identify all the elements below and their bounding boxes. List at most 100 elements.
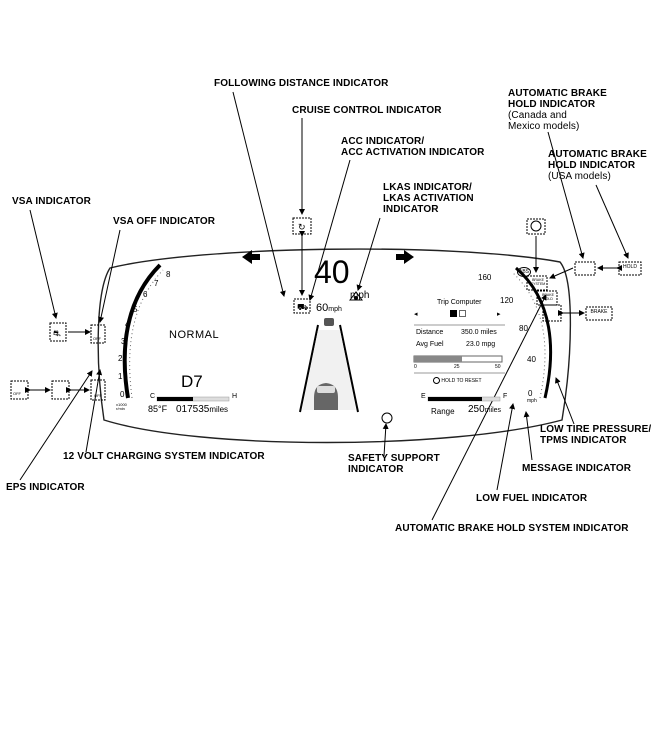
trip-page-b-icon xyxy=(459,310,466,317)
set-speed: 60mph xyxy=(316,302,342,314)
reset-icon xyxy=(433,377,440,384)
fuel-gauge-fill xyxy=(428,397,482,401)
following-distance-icon xyxy=(293,298,311,314)
speedo-tick: 80 xyxy=(519,324,528,333)
tach-tick: 2 xyxy=(118,354,123,363)
safety-leader xyxy=(382,423,389,457)
hold-text: HOLD xyxy=(623,264,637,270)
eps-leader xyxy=(19,370,93,481)
lkas-icon xyxy=(349,291,363,301)
low-fuel-leader xyxy=(496,403,516,491)
vsa-off-leader xyxy=(98,229,121,323)
tach-tick: 4 xyxy=(125,320,130,329)
brake-text: BRAKE xyxy=(590,309,608,315)
tach-tick: 7 xyxy=(154,279,159,288)
trip-bar-tick: 50 xyxy=(495,364,501,370)
eps-off-text: OFF xyxy=(13,391,21,396)
charging-off-text: OFF xyxy=(94,393,102,398)
trip-prev-icon[interactable]: ◂ xyxy=(414,311,418,318)
speed-readout: 40 xyxy=(314,254,350,290)
following-distance-leader xyxy=(232,91,286,297)
acc-leader xyxy=(308,159,351,301)
brake-system-text: BRAKE SYSTEM xyxy=(530,278,546,286)
abs-icon: ABS xyxy=(517,267,532,277)
vsa-label: VSA INDICATOR xyxy=(12,196,91,207)
outside-temp: 85°F xyxy=(148,404,168,414)
abh-canada-leader xyxy=(547,131,585,259)
vsa-leader xyxy=(29,209,58,319)
vehicle-ahead-icon xyxy=(324,318,334,326)
trip-bar-tick: 25 xyxy=(454,364,460,370)
temp-cold-label: C xyxy=(150,393,156,400)
abh-canada-icon xyxy=(574,261,596,276)
low-tire-label: LOW TIRE PRESSURE/TPMS INDICATOR xyxy=(540,424,652,446)
turn-right-icon xyxy=(396,250,414,264)
speedo-tick: 120 xyxy=(500,296,514,305)
trip-bar-tick: 0 xyxy=(414,364,417,370)
drive-mode: NORMAL xyxy=(169,329,220,341)
road-left-line xyxy=(299,324,319,413)
tach-tick: 6 xyxy=(143,290,148,299)
message-leader xyxy=(523,411,533,461)
temp-hot-label: H xyxy=(232,393,238,400)
brake-hold-text: BRAKE HOLD xyxy=(542,293,554,301)
odometer: 017535miles xyxy=(176,404,229,415)
safety-support-icon xyxy=(381,412,393,424)
brake-system-icon xyxy=(526,275,548,291)
turn-left-icon xyxy=(242,250,260,264)
message-label: MESSAGE INDICATOR xyxy=(522,463,632,474)
range-value: 250miles xyxy=(468,404,502,415)
hold-to-reset: HOLD TO RESET xyxy=(433,377,482,384)
trip-title: Trip Computer xyxy=(437,299,482,306)
gear-indicator: D7 xyxy=(181,372,203,391)
lkas-leader xyxy=(356,217,381,291)
own-car-icon xyxy=(314,383,338,410)
abh-row-arrow xyxy=(549,267,574,279)
trip-row-label: Distance xyxy=(416,329,444,336)
vsa-off-icon xyxy=(90,324,106,344)
trip-row-value: 23.0 mpg xyxy=(466,341,496,348)
abh-usa-leader xyxy=(595,184,629,259)
trip-row-label: Avg Fuel xyxy=(416,341,444,348)
trip-bar-fill xyxy=(414,356,462,362)
svg-text:⛐: ⛐ xyxy=(53,328,61,338)
tach-tick: 8 xyxy=(166,270,171,279)
tachometer-arc xyxy=(122,263,162,399)
vsa-off-text: OFF xyxy=(93,336,101,341)
speedo-tick: 160 xyxy=(478,273,492,282)
charging-label: 12 VOLT CHARGING SYSTEM INDICATOR xyxy=(63,451,265,462)
fuel-empty-label: E xyxy=(421,393,426,400)
speedometer-arc xyxy=(515,266,553,399)
tire-pressure-leader xyxy=(555,377,575,425)
trip-row-value: 350.0 miles xyxy=(461,329,497,336)
charging-leader xyxy=(85,369,103,453)
tachometer-scale xyxy=(129,269,164,399)
tach-tick: 5 xyxy=(133,305,138,314)
svg-text:↻: ↻ xyxy=(298,222,306,232)
speedo-tick: 40 xyxy=(527,355,536,364)
eps-label: EPS INDICATOR xyxy=(6,482,85,493)
eps-off-icon xyxy=(10,380,29,400)
following-distance-label: FOLLOWING DISTANCE INDICATOR xyxy=(214,78,389,89)
brake-icon-box xyxy=(585,306,613,321)
tach-tick: 3 xyxy=(121,337,126,346)
abh-top-icon xyxy=(526,218,546,235)
eps-icon xyxy=(51,380,70,400)
svg-text:⛟: ⛟ xyxy=(297,302,308,312)
range-label: Range xyxy=(431,407,455,416)
speedometer-scale xyxy=(511,271,546,399)
trip-page-a-icon xyxy=(450,310,457,317)
tach-tick: 1 xyxy=(118,372,123,381)
fuel-full-label: F xyxy=(503,393,508,400)
abh-system-label: AUTOMATIC BRAKE HOLD SYSTEM INDICATOR xyxy=(395,523,629,534)
vsa-icon xyxy=(49,322,67,342)
trip-next-icon[interactable]: ▸ xyxy=(497,311,501,318)
road-right-line xyxy=(339,324,359,413)
abh-system-leader xyxy=(431,294,547,521)
low-fuel-label: LOW FUEL INDICATOR xyxy=(476,493,588,504)
